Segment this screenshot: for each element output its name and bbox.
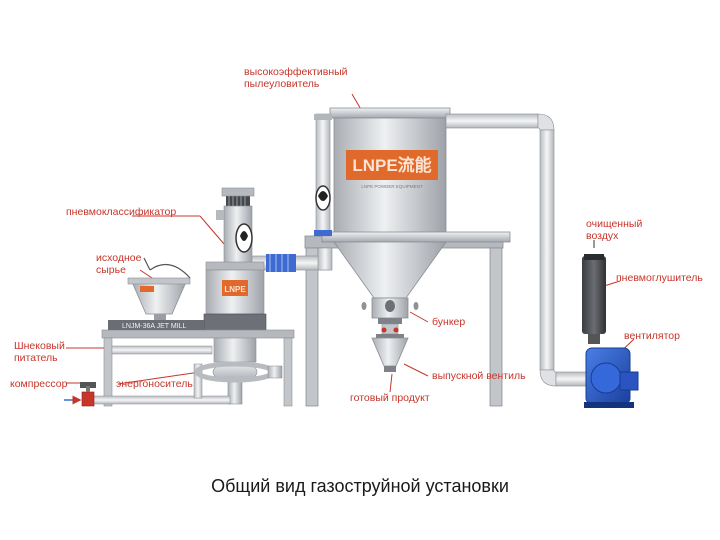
raw-material-hopper — [127, 257, 191, 315]
label-energy-carrier: энергоноситель — [116, 378, 193, 390]
classifier-outlet-pipe — [247, 247, 333, 272]
energy-carrier-pipes — [89, 361, 283, 405]
cyclone-logo-text: LNPE流能 — [352, 155, 431, 175]
cyclone-logo-subtext: LNPE POWDER EQUIPMENT — [361, 184, 423, 189]
label-discharge-valve: выпускной вентиль — [432, 370, 526, 382]
label-bunker: бункер — [432, 316, 466, 328]
label-finished-product: готовый продукт — [350, 392, 430, 404]
cyclone-dust-collector: LNPE流能 LNPE POWDER EQUIPMENT — [321, 107, 511, 319]
label-fan: вентилятор — [624, 330, 680, 342]
label-cyclone: высокоэффективный пылеуловитель — [244, 66, 348, 90]
exhaust-pipe — [445, 113, 587, 387]
cyclone-inlet-pipe — [314, 113, 332, 237]
silencer — [582, 254, 606, 344]
pneumatic-classifier: LNPE — [203, 187, 267, 405]
label-silencer: пневмоглушитель — [616, 272, 703, 284]
screw-feeder-table: LNJM-36A JET MILL — [101, 314, 295, 407]
label-raw-material: исходное сырье — [96, 252, 142, 276]
label-clean-air: очищенный воздух — [586, 218, 643, 242]
mill-logo-text: LNPE — [224, 285, 246, 294]
discharge-valve-assembly — [371, 318, 409, 372]
bunker-sight-glass — [385, 300, 395, 312]
figure-caption: Общий вид газоструйной установки — [211, 476, 509, 496]
mill-model-text: LNJM-36A JET MILL — [122, 323, 187, 330]
label-screw-feeder: Шнековый питатель — [14, 340, 65, 364]
label-classifier: пневмоклассификатор — [66, 206, 177, 218]
compressor-valve — [64, 382, 96, 407]
classifier-motor-fins — [226, 196, 250, 206]
cyclone-logo-plate — [346, 150, 438, 180]
label-compressor: компрессор — [10, 378, 68, 390]
fan — [584, 347, 639, 408]
